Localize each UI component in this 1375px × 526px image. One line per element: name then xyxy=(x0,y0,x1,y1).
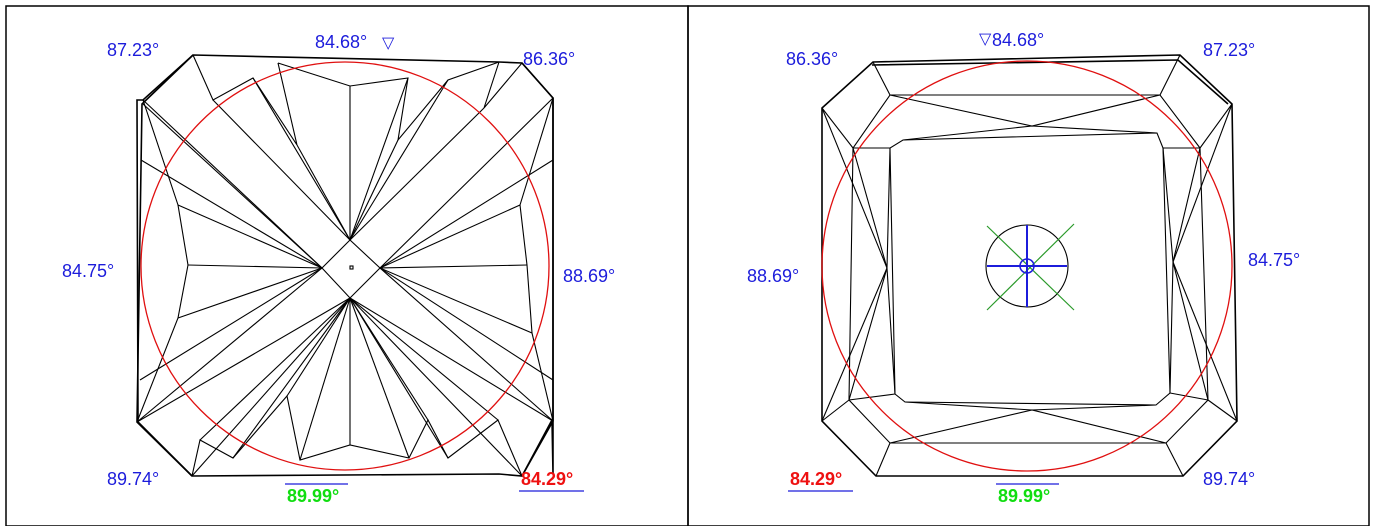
angle-top-right-corner-right-panel: 87.23° xyxy=(1203,40,1255,60)
angle-left-left-panel: 84.75° xyxy=(62,261,114,281)
angle-top-right-panel: 84.68° xyxy=(992,30,1044,50)
angle-top-right-corner-left-panel: 86.36° xyxy=(523,49,575,69)
angle-top-left-corner-right-panel: 86.36° xyxy=(786,49,838,69)
triangle-down-icon: ▽ xyxy=(979,29,992,48)
triangle-down-icon: ▽ xyxy=(382,33,395,52)
center-crosshair xyxy=(985,223,1075,311)
angle-top-left-panel: 84.68° xyxy=(315,32,367,52)
angle-right-left-panel: 88.69° xyxy=(563,266,615,286)
pavilion-diagram xyxy=(136,54,554,477)
girdle-circle-right xyxy=(821,60,1233,472)
angle-bottom-right-panel: 89.99° xyxy=(998,486,1050,506)
table-facet xyxy=(889,132,1171,406)
angle-bottom-right-corner-left-panel: 84.29° xyxy=(521,469,573,489)
angle-labels-right: ▽ 84.68° 86.36° 87.23° 88.69° 84.75° 84.… xyxy=(747,29,1300,506)
angle-bottom-left-panel: 89.99° xyxy=(287,486,339,506)
angle-bottom-left-corner-right-panel: 84.29° xyxy=(790,469,842,489)
angle-left-right-panel: 88.69° xyxy=(747,266,799,286)
panel-frame-right xyxy=(687,5,1370,526)
pavilion-facets xyxy=(136,54,554,477)
angle-labels-left: 84.68° ▽ 87.23° 86.36° 84.75° 88.69° 89.… xyxy=(62,32,615,506)
angle-bottom-right-corner-right-panel: 89.74° xyxy=(1203,469,1255,489)
angle-top-left-corner-left-panel: 87.23° xyxy=(107,40,159,60)
girdle-circle-left xyxy=(140,61,550,471)
crown-diagram xyxy=(821,54,1238,477)
angle-bottom-left-corner-left-panel: 89.74° xyxy=(107,469,159,489)
angle-right-right-panel: 84.75° xyxy=(1248,250,1300,270)
